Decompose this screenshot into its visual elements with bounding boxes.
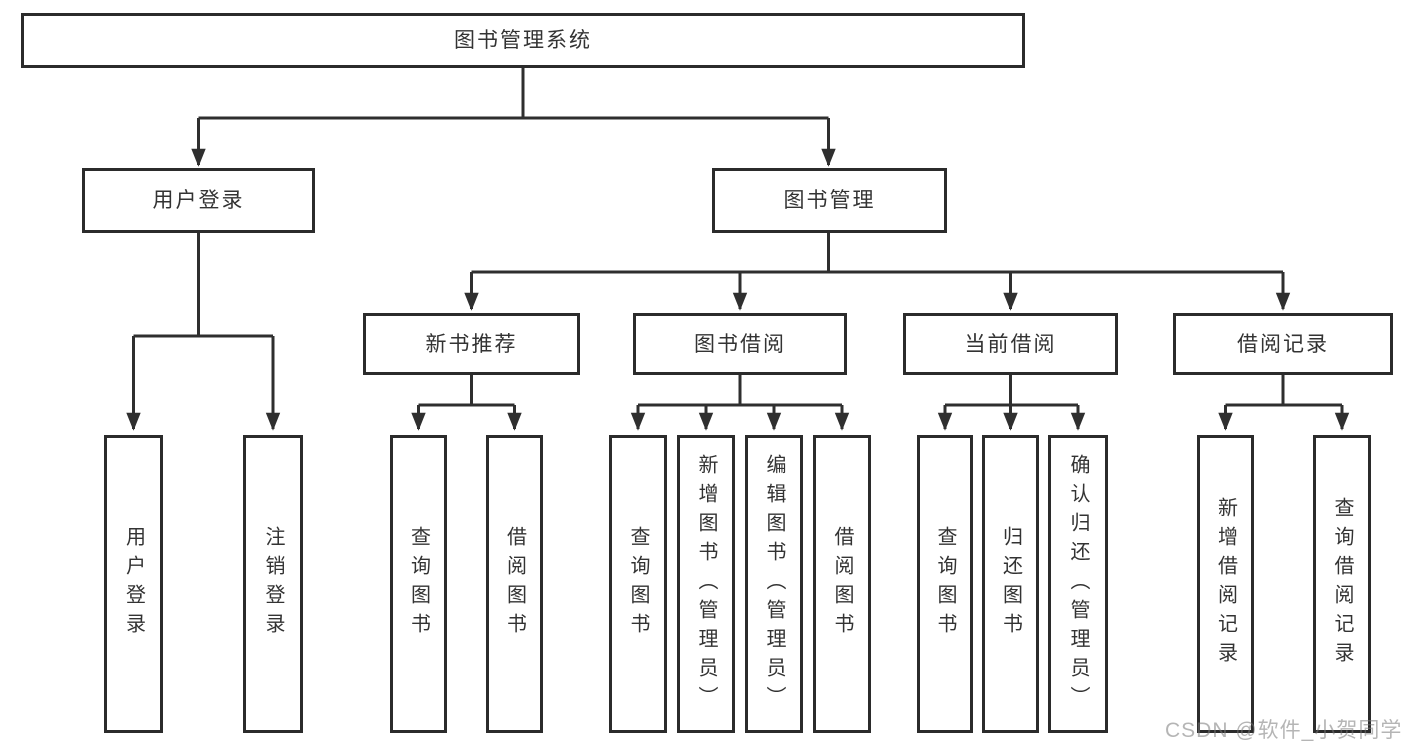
node-return-books: 归还图书 [982,435,1039,733]
node-book-borrow: 图书借阅 [633,313,847,375]
node-confirm-return-admin: 确认归还（管理员） [1048,435,1108,733]
node-edit-book-admin: 编辑图书（管理员） [745,435,803,733]
node-query-books-borrow: 查询图书 [609,435,667,733]
node-borrow-books-leaf: 借阅图书 [813,435,871,733]
node-query-books-current: 查询图书 [917,435,973,733]
node-borrow-books-recommend: 借阅图书 [486,435,543,733]
node-add-book-admin: 新增图书（管理员） [677,435,735,733]
node-query-borrow-record: 查询借阅记录 [1313,435,1371,733]
node-logout-leaf: 注销登录 [243,435,303,733]
node-user-login-module: 用户登录 [82,168,315,233]
node-new-book-recommend: 新书推荐 [363,313,580,375]
node-user-login-leaf: 用户登录 [104,435,163,733]
node-book-management-module: 图书管理 [712,168,947,233]
node-current-borrow: 当前借阅 [903,313,1118,375]
node-borrow-records: 借阅记录 [1173,313,1393,375]
csdn-watermark: CSDN @软件_小贺同学 [1165,719,1403,742]
node-library-management-system: 图书管理系统 [21,13,1025,68]
node-query-books-recommend: 查询图书 [390,435,447,733]
node-add-borrow-record: 新增借阅记录 [1197,435,1254,733]
